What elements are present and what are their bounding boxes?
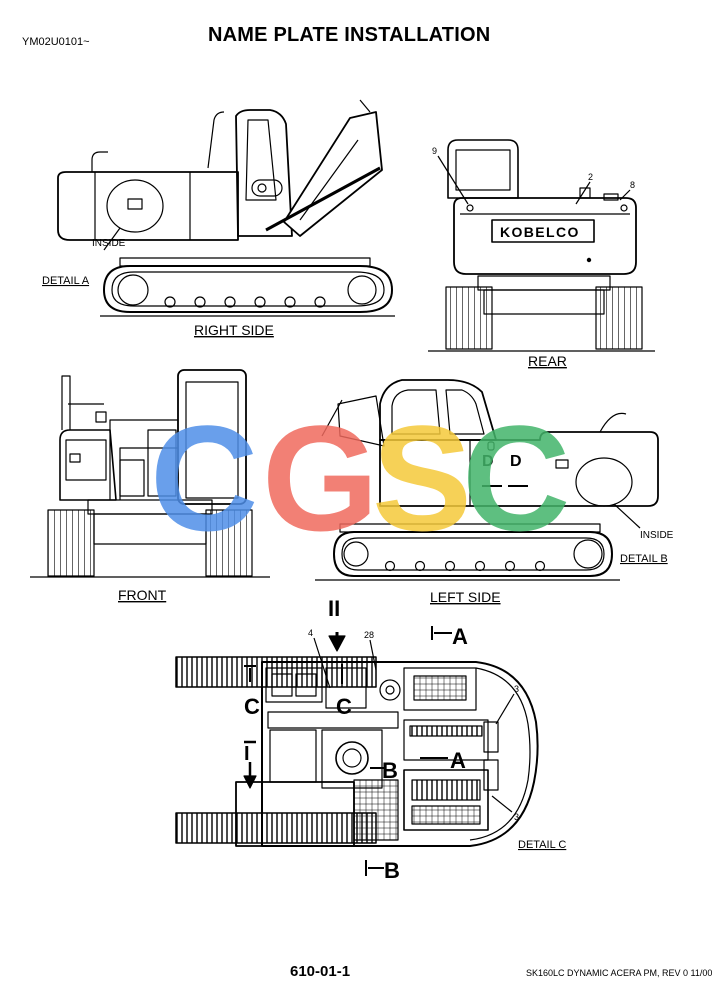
letter-a-top: A [452,624,468,649]
cgsc-watermark: C G S C [150,394,570,562]
left-detail-label: DETAIL B [620,553,668,565]
page-number: 610-01-1 [290,963,351,980]
left-side-view [315,379,659,581]
watermark-letter-s: S [372,394,472,562]
callout-3-top: 3 [514,684,519,694]
top-view [175,626,539,876]
front-label: FRONT [118,587,167,603]
right-side-view [57,99,395,317]
watermark-letter-g: G [262,394,379,562]
callout-28: 28 [364,630,374,640]
rear-label: REAR [528,353,567,369]
watermark-letter-c1: C [150,394,258,562]
letter-c-left: C [244,694,260,719]
right-inside-label: INSIDE [92,238,126,249]
front-view [30,369,270,578]
callout-3-bottom: 3 [514,812,519,822]
diagram-labels: INSIDE DETAIL A RIGHT SIDE KOBELCO 9 2 8… [42,146,674,883]
callout-2: 2 [588,172,593,182]
track-rollers-left [384,560,546,572]
top-detail-label: DETAIL C [518,839,566,851]
left-side-label: LEFT SIDE [430,589,501,605]
letter-b-mid: B [382,758,398,783]
letter-a-mid: A [450,748,466,773]
letter-c-mid: C [336,694,352,719]
document-code: YM02U0101~ [22,36,90,48]
right-detail-label: DETAIL A [42,275,90,287]
brand-plate-text: KOBELCO [500,224,580,240]
track-rollers [164,296,326,308]
left-letter-d-1: D [482,453,494,470]
watermark-letter-c2: C [462,394,570,562]
rear-view [428,139,655,352]
left-inside-label: INSIDE [640,530,674,541]
right-side-label: RIGHT SIDE [194,322,274,338]
page-title: NAME PLATE INSTALLATION [208,24,491,46]
arrow-label-i: I [244,743,250,765]
callout-8: 8 [630,180,635,190]
callout-9: 9 [432,146,437,156]
arrow-label-ii: II [328,596,340,621]
left-letter-d-2: D [510,453,522,470]
revision-info: SK160LC DYNAMIC ACERA PM, REV 0 11/00 [526,968,713,978]
callout-4: 4 [308,628,313,638]
letter-b-bottom: B [384,858,400,883]
